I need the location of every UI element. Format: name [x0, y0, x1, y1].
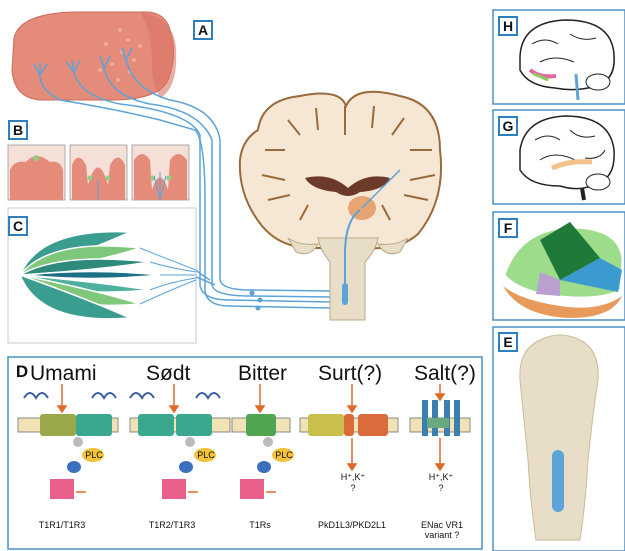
plc-label: PLC: [274, 450, 294, 460]
taste-label-salt: Salt(?): [414, 362, 476, 386]
panel-label-f: F: [498, 218, 518, 238]
panel-label-b: B: [8, 120, 28, 140]
panel-label-a: A: [193, 20, 213, 40]
panel-label-g: G: [498, 116, 518, 136]
taste-label-bitter: Bitter: [238, 362, 287, 386]
panel-label-h: H: [498, 16, 518, 36]
plc-label: PLC: [84, 450, 104, 460]
panel-e-brainstem: [493, 327, 625, 551]
receptor-label-umami: T1R1/T1R3: [24, 520, 100, 530]
receptor-label-sweet: T1R2/T1R3: [134, 520, 210, 530]
panel-label-e: E: [498, 332, 518, 352]
receptor-label-bitter: T1Rs: [232, 520, 288, 530]
receptor-label-salt: ENac VR1 variant ?: [410, 520, 474, 540]
receptor-label-sour: PkD1L3/PKD2L1: [306, 520, 398, 530]
panel-label-c: C: [8, 216, 28, 236]
taste-label-sweet: Sødt: [146, 362, 190, 386]
coronal-brain-section: [240, 92, 441, 320]
taste-label-sour: Surt(?): [318, 362, 382, 386]
panel-c-taste-bud: [8, 208, 196, 343]
taste-label-umami: Umami: [30, 362, 97, 386]
plc-label: PLC: [196, 450, 216, 460]
panel-label-d: D: [12, 362, 32, 382]
ion-label: H⁺,K⁺ ?: [426, 472, 456, 493]
tongue: [12, 12, 176, 100]
panel-b-papillae: [8, 145, 189, 200]
ion-label: H⁺,K⁺ ?: [338, 472, 368, 493]
